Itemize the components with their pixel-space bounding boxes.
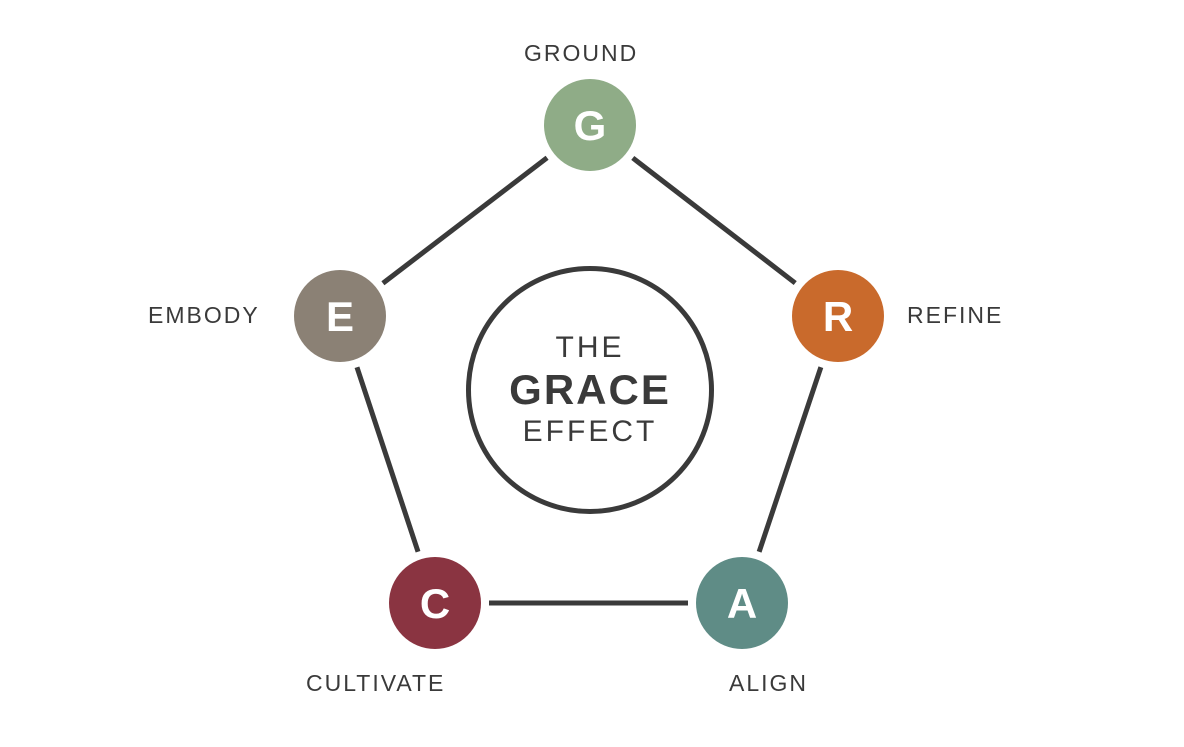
title-grace: GRACE xyxy=(509,366,671,413)
title-effect: EFFECT xyxy=(522,415,658,448)
center-title-circle: THE GRACE EFFECT xyxy=(466,266,714,514)
label-refine: REFINE xyxy=(907,302,1004,328)
title-the: THE xyxy=(555,331,625,364)
label-ground: GROUND xyxy=(524,40,639,66)
node-letter-c: C xyxy=(420,580,450,627)
connector-line xyxy=(354,366,421,553)
connector-line xyxy=(631,155,797,286)
label-embody: EMBODY xyxy=(148,302,260,328)
node-cultivate xyxy=(389,557,481,649)
node-embody xyxy=(294,270,386,362)
node-letter-a: A xyxy=(727,580,757,627)
connector-line xyxy=(756,366,824,553)
node-refine xyxy=(792,270,884,362)
node-ground xyxy=(544,79,636,171)
node-letter-r: R xyxy=(823,293,853,340)
label-align: ALIGN xyxy=(729,670,809,696)
label-cultivate: CULTIVATE xyxy=(306,670,446,696)
node-letter-g: G xyxy=(574,102,607,149)
node-letter-e: E xyxy=(326,293,354,340)
node-align xyxy=(696,557,788,649)
connector-line xyxy=(381,155,549,286)
